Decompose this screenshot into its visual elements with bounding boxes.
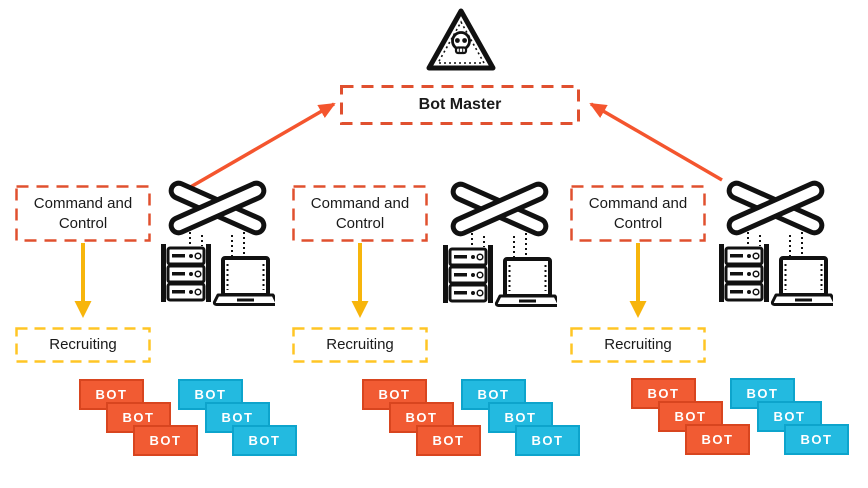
command-control-label: Command and Control — [588, 195, 688, 232]
recruiting-label: Recruiting — [604, 336, 672, 354]
bot-card: BOT — [232, 425, 297, 456]
bot-master-label: Bot Master — [418, 95, 502, 113]
laptop-icon — [494, 257, 561, 307]
network-cluster-middle — [442, 181, 561, 307]
network-switch-icon — [168, 180, 267, 236]
bot-card: BOT — [515, 425, 580, 456]
command-control-node-right: Command and Control — [570, 185, 706, 242]
recruiting-node-right: Recruiting — [570, 327, 706, 363]
command-control-node-left: Command and Control — [15, 185, 151, 242]
left-switch-to-botmaster-arrow — [186, 102, 336, 191]
connection-dotted-lines — [189, 232, 245, 260]
command-control-label: Command and Control — [33, 195, 133, 232]
command-control-node-middle: Command and Control — [292, 185, 428, 242]
connection-dotted-lines — [471, 233, 527, 261]
server-rack-icon — [443, 245, 493, 303]
network-switch-icon — [726, 180, 825, 236]
bot-card: BOT — [685, 424, 750, 455]
network-switch-icon — [450, 181, 549, 237]
recruiting-label: Recruiting — [49, 336, 117, 354]
recruiting-node-left: Recruiting — [15, 327, 151, 363]
network-cluster-left — [160, 180, 279, 306]
server-rack-icon — [161, 244, 211, 302]
server-rack-icon — [719, 244, 769, 302]
laptop-icon — [770, 256, 837, 306]
bot-group-left: BOT BOT BOT BOT BOT BOT — [79, 379, 299, 459]
bot-card: BOT — [416, 425, 481, 456]
bot-group-middle: BOT BOT BOT BOT BOT BOT — [362, 379, 582, 459]
skull-warning-icon — [424, 5, 498, 79]
bot-master-node: Bot Master — [340, 85, 580, 125]
recruiting-label: Recruiting — [326, 336, 394, 354]
right-switch-to-botmaster-arrow — [589, 102, 723, 182]
command-control-label: Command and Control — [310, 195, 410, 232]
network-cluster-right — [718, 180, 837, 306]
laptop-icon — [212, 256, 279, 306]
bot-card: BOT — [133, 425, 198, 456]
recruiting-node-middle: Recruiting — [292, 327, 428, 363]
connection-dotted-lines — [747, 232, 803, 260]
bot-group-right: BOT BOT BOT BOT BOT BOT — [631, 378, 851, 458]
bot-card: BOT — [784, 424, 849, 455]
